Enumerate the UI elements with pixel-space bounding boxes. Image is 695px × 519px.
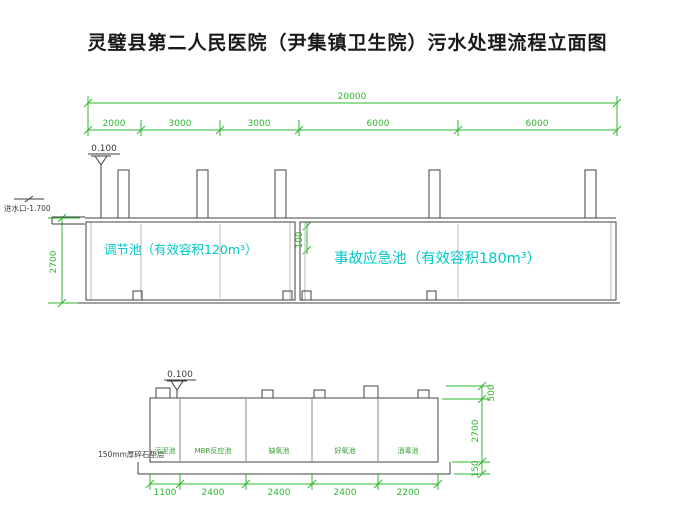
inlet-pipe: [14, 195, 85, 225]
cell-label-4: 好氧池: [335, 446, 356, 455]
tank1-label: 调节池（有效容积120m³）: [104, 242, 258, 257]
segment-dim-5: 6000: [526, 119, 549, 129]
right-dim-2700: 2700: [471, 419, 481, 442]
lower-elevation-symbol: [164, 379, 196, 398]
cell-label-5: 消毒池: [398, 446, 419, 455]
vent-stub: [363, 385, 379, 399]
total-length-dim: 20000: [338, 92, 367, 102]
inlet-label: 进水口-1.700: [4, 203, 51, 213]
sump-block: [426, 290, 437, 301]
sump-block: [132, 290, 143, 301]
vent-stub: [117, 169, 130, 219]
vent-stub: [313, 389, 326, 399]
drawing-title: 灵璧县第二人民医院（尹集镇卫生院）污水处理流程立面图: [87, 33, 608, 54]
lower-dim-4: 2400: [334, 488, 357, 498]
tank2-label: 事故应急池（有效容积180m³）: [334, 249, 541, 267]
lower-dim-1: 1100: [154, 488, 177, 498]
segment-dim-4: 6000: [367, 119, 390, 129]
vent-stub: [196, 169, 209, 219]
segment-dim-3: 3000: [248, 119, 271, 129]
right-dim-500: 500: [487, 384, 497, 401]
lower-elevation-label: 0.100: [167, 370, 193, 380]
sump-block: [301, 290, 312, 301]
upper-left-height-dim: [48, 213, 80, 308]
upper-elevation-label: 0.100: [91, 144, 117, 154]
sump-block: [282, 290, 293, 301]
upper-tank-inner-lines: [90, 222, 612, 300]
lower-bottom-dim-lines: [145, 474, 443, 490]
lower-tank-structure: [137, 385, 451, 475]
lower-dim-3: 2400: [268, 488, 291, 498]
tank-height-dim: 2700: [49, 250, 59, 273]
upper-tank-structure: [78, 169, 620, 304]
right-dim-150: 150: [471, 460, 481, 477]
cell-label-3: 缺氧池: [269, 446, 290, 455]
lower-dim-5: 2200: [397, 488, 420, 498]
vent-stub: [584, 169, 597, 219]
vent-stub: [428, 169, 441, 219]
cell-label-2: MBR反应池: [195, 446, 232, 455]
vent-stub: [274, 169, 287, 219]
vent-stub: [155, 387, 171, 399]
vent-stub: [417, 389, 430, 399]
upper-elevation-symbol: [88, 153, 120, 218]
segment-dim-2: 3000: [169, 119, 192, 129]
lower-right-dim-lines: [442, 381, 490, 479]
lower-partitions: [179, 399, 379, 461]
wall-thickness-dim: 100: [295, 231, 305, 248]
cell-label-1: 污泥池: [155, 446, 176, 455]
lower-dim-2: 2400: [202, 488, 225, 498]
upper-dimension-lines: [83, 96, 622, 136]
bedding-note: 150mm厚碎石垫层: [98, 449, 165, 459]
vent-stub: [261, 389, 274, 399]
upper-wall-thickness-dim: [302, 221, 312, 255]
segment-dim-1: 2000: [103, 119, 126, 129]
